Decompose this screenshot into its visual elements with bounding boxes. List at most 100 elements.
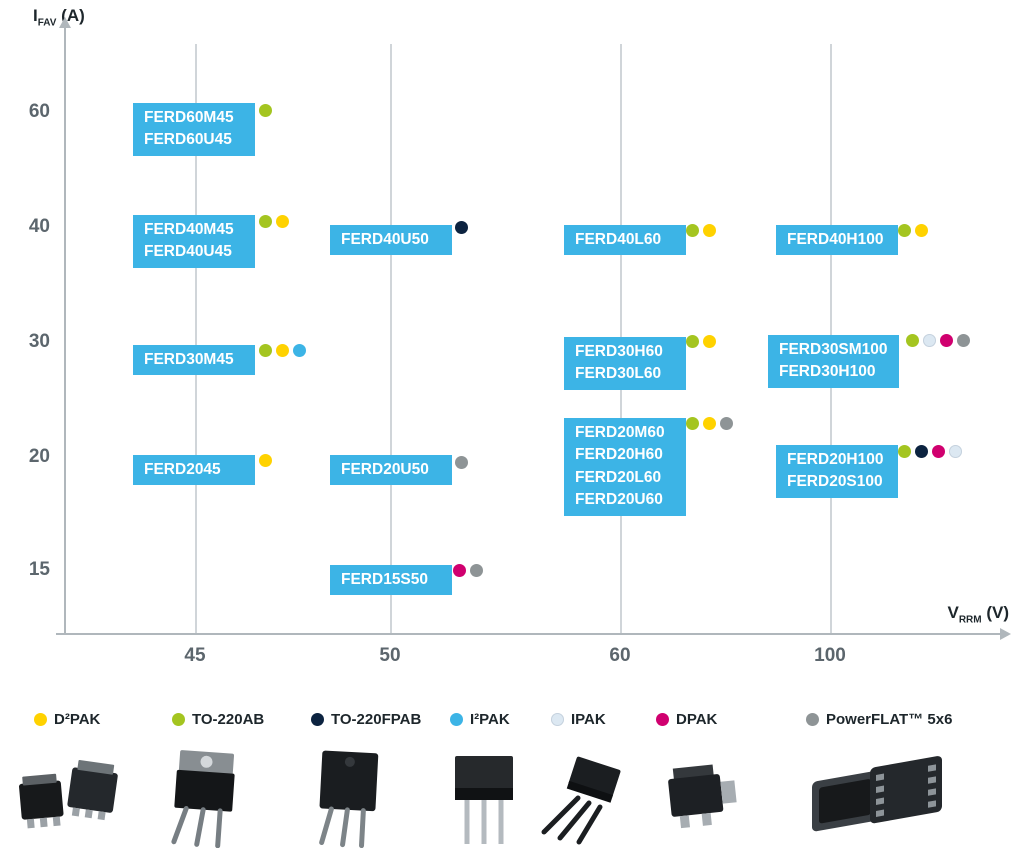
to220ab-dot-icon xyxy=(172,713,185,726)
package-dot-d2pak xyxy=(703,224,716,237)
dpak-package-image xyxy=(650,752,750,849)
product-part-number: FERD30SM100 xyxy=(779,341,888,358)
package-dot-to220ab xyxy=(898,224,911,237)
product-part-number: FERD30M45 xyxy=(144,351,234,368)
product-part-number: FERD2045 xyxy=(144,461,221,478)
legend-label-powerflat: PowerFLAT™ 5x6 xyxy=(826,711,953,728)
product-part-number: FERD20L60 xyxy=(575,468,662,486)
product-part-number: FERD40L60 xyxy=(575,231,662,248)
package-dot-powerflat xyxy=(455,456,468,469)
y-tick-label: 20 xyxy=(28,446,50,467)
legend-item-dpak: DPAK xyxy=(656,711,717,728)
product-box: FERD40U50 xyxy=(330,225,452,256)
package-dot-d2pak xyxy=(276,215,289,228)
product-part-number: FERD20U60 xyxy=(575,491,663,509)
product-part-number: FERD20M60 xyxy=(575,424,665,441)
x-tick-label: 45 xyxy=(184,645,206,666)
product-box: FERD2045 xyxy=(133,455,255,486)
package-dot-powerflat xyxy=(720,417,733,430)
product-part-number: FERD40U45 xyxy=(144,243,232,261)
y-axis-subscript: FAV xyxy=(37,17,57,29)
legend-label-to220ab: TO-220AB xyxy=(192,711,265,728)
legend-label-i2pak: I²PAK xyxy=(470,711,510,728)
product-part-number: FERD20H100 xyxy=(787,451,884,468)
package-dot-d2pak xyxy=(259,454,272,467)
legend-label-to220fpab: TO-220FPAB xyxy=(331,711,422,728)
product-part-number: FERD30H100 xyxy=(779,363,876,381)
ipak-dot-icon xyxy=(551,713,564,726)
product-box: FERD40L60 xyxy=(564,225,686,256)
package-dot-dpak xyxy=(932,445,945,458)
legend-item-i2pak: I²PAK xyxy=(450,711,510,728)
x-axis-unit: (V) xyxy=(981,603,1009,622)
x-tick-label: 100 xyxy=(814,645,846,666)
package-dot-d2pak xyxy=(276,344,289,357)
y-tick-label: 60 xyxy=(28,101,50,122)
product-part-number: FERD20U50 xyxy=(341,461,429,478)
to220fpab-dot-icon xyxy=(311,713,324,726)
package-dot-to220ab xyxy=(906,334,919,347)
package-dot-to220ab xyxy=(686,417,699,430)
product-part-number: FERD40H100 xyxy=(787,231,884,248)
y-tick-label: 15 xyxy=(28,559,50,580)
ipak-package-image xyxy=(532,752,627,851)
product-part-number: FERD60M45 xyxy=(144,109,234,126)
package-dot-to220ab xyxy=(686,224,699,237)
package-dot-d2pak xyxy=(703,417,716,430)
d2pak-dot-icon xyxy=(34,713,47,726)
package-dot-to220fpab xyxy=(915,445,928,458)
x-axis-arrow-icon xyxy=(1000,628,1011,640)
x-tick-label: 50 xyxy=(379,645,401,666)
powerflat-dot-icon xyxy=(806,713,819,726)
legend-item-ipak: IPAK xyxy=(551,711,606,728)
legend-item-to220fpab: TO-220FPAB xyxy=(311,711,421,728)
package-dot-powerflat xyxy=(470,564,483,577)
product-part-number: FERD20S100 xyxy=(787,473,883,491)
x-axis-subscript: RRM xyxy=(958,614,982,626)
legend-item-powerflat: PowerFLAT™ 5x6 xyxy=(806,711,952,728)
y-axis-arrow-icon xyxy=(59,17,71,28)
d2pak-package-image xyxy=(12,752,122,851)
package-dot-dpak xyxy=(940,334,953,347)
to220fpab-package-image xyxy=(306,748,396,851)
x-axis-line xyxy=(56,633,1002,635)
package-dot-dpak xyxy=(453,564,466,577)
product-box: FERD15S50 xyxy=(330,565,452,596)
package-dot-ipak xyxy=(949,445,962,458)
legend-label-ipak: IPAK xyxy=(571,711,606,728)
product-part-number: FERD40M45 xyxy=(144,221,234,238)
product-box: FERD40H100 xyxy=(776,225,898,256)
product-part-number: FERD15S50 xyxy=(341,571,429,588)
y-axis-line xyxy=(64,28,66,635)
package-dot-to220ab xyxy=(259,104,272,117)
powerflat-package-image xyxy=(806,748,956,851)
package-dot-to220ab xyxy=(259,344,272,357)
product-part-number: FERD30L60 xyxy=(575,365,662,383)
package-dot-ipak xyxy=(923,334,936,347)
package-dot-d2pak xyxy=(915,224,928,237)
package-dot-to220ab xyxy=(686,335,699,348)
to220ab-package-image xyxy=(163,748,253,851)
gridline-x-50 xyxy=(390,44,392,633)
package-dot-to220ab xyxy=(898,445,911,458)
package-dot-i2pak xyxy=(293,344,306,357)
x-axis-title: VRRM (V) xyxy=(947,603,1009,625)
legend-item-d2pak: D²PAK xyxy=(34,711,100,728)
dpak-dot-icon xyxy=(656,713,669,726)
product-part-number: FERD20H60 xyxy=(575,446,663,464)
product-box: FERD20U50 xyxy=(330,455,452,486)
y-axis-symbol: I xyxy=(33,6,38,25)
package-dot-to220fpab xyxy=(455,221,468,234)
package-dot-to220ab xyxy=(259,215,272,228)
x-axis-symbol: V xyxy=(947,603,959,622)
package-dot-powerflat xyxy=(957,334,970,347)
legend-label-d2pak: D²PAK xyxy=(54,711,101,728)
gridline-x-45 xyxy=(195,44,197,633)
product-part-number: FERD40U50 xyxy=(341,231,429,248)
